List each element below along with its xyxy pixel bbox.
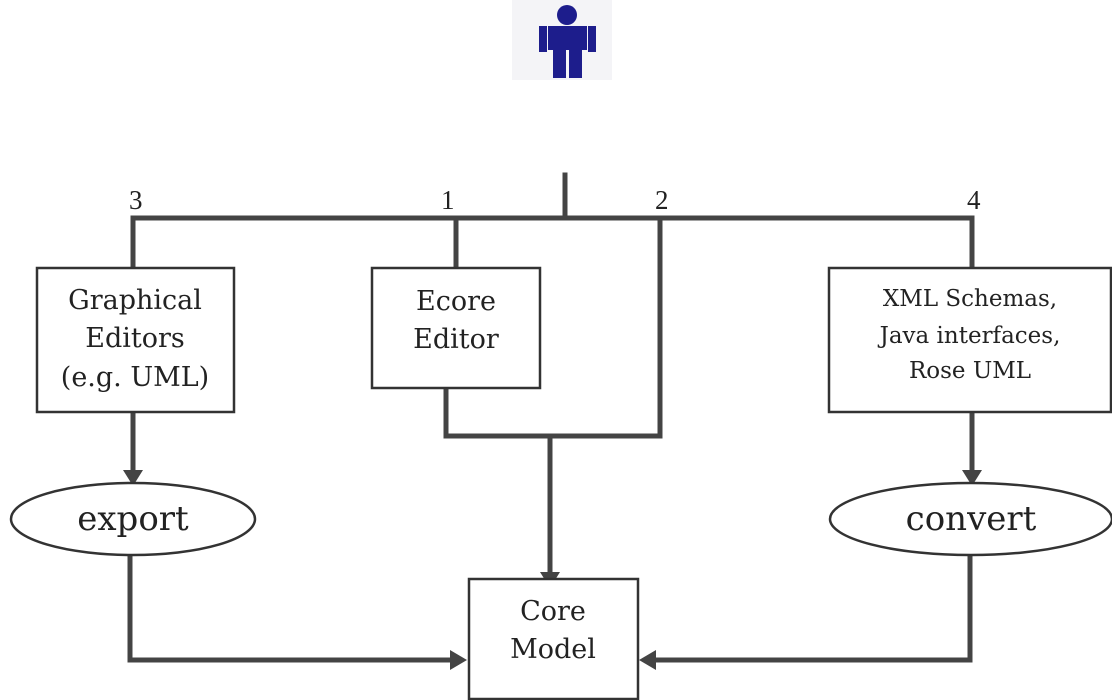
box-line: Model xyxy=(510,634,596,665)
oval-label: convert xyxy=(906,499,1037,539)
person-icon xyxy=(512,0,612,80)
box-line: XML Schemas, xyxy=(883,286,1057,312)
box-line: Editor xyxy=(413,324,499,355)
arrowhead-to-core-left xyxy=(450,650,467,670)
oval-label: export xyxy=(77,499,189,539)
export-oval: export xyxy=(9,481,257,557)
box-line: Graphical xyxy=(68,285,202,316)
arrowhead-to-core-right xyxy=(639,650,656,670)
box-line: Core xyxy=(520,596,586,627)
branch-number-2: 2 xyxy=(655,185,669,215)
xml-schemas-box: XML Schemas, Java interfaces, Rose UML xyxy=(827,266,1112,414)
arrowhead-to-convert xyxy=(962,470,982,486)
graphical-editors-box: Graphical Editors (e.g. UML) xyxy=(35,266,236,414)
branch-number-1: 1 xyxy=(441,185,455,215)
core-model-box: Core Model xyxy=(467,577,640,700)
box-line: Rose UML xyxy=(909,358,1031,384)
branch-number-3: 3 xyxy=(129,185,143,215)
box-line: Editors xyxy=(85,323,185,354)
box-line: Java interfaces, xyxy=(878,323,1061,349)
convert-oval: convert xyxy=(828,481,1112,557)
arrowhead-to-export xyxy=(123,470,143,486)
box-line: (e.g. UML) xyxy=(61,362,209,393)
ecore-editor-box: Ecore Editor xyxy=(370,266,542,390)
branch-number-4: 4 xyxy=(967,185,981,215)
connectors xyxy=(127,172,975,663)
box-line: Ecore xyxy=(416,286,496,317)
